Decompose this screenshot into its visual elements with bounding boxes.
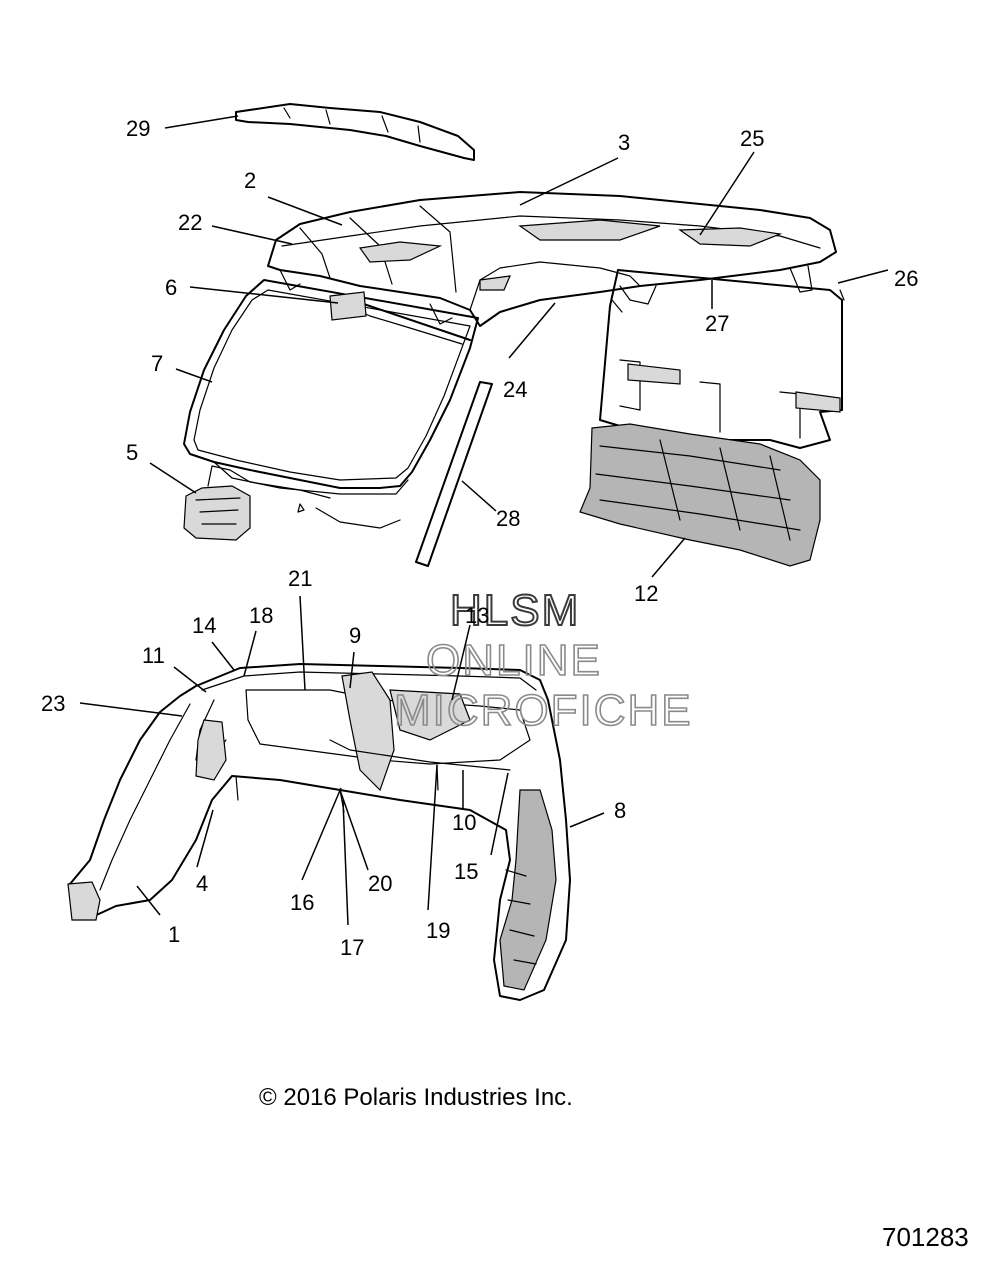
leader-line-7 [175, 368, 213, 383]
callout-number-28: 28 [496, 506, 520, 531]
roof-assembly [267, 191, 837, 327]
leader-line-18 [243, 630, 257, 677]
callout-number-25: 25 [740, 126, 764, 151]
leader-line-28 [461, 480, 497, 512]
watermark: HLSM ONLINE MICROFICHE [393, 585, 693, 736]
leader-line-12 [651, 537, 686, 578]
callout-number-9: 9 [349, 623, 361, 648]
leader-line-15 [490, 772, 509, 856]
callout-number-3: 3 [618, 130, 630, 155]
callout-number-15: 15 [454, 859, 478, 884]
leader-line-21 [299, 595, 306, 691]
callout-number-4: 4 [196, 871, 208, 896]
callout-number-21: 21 [288, 566, 312, 591]
callout-number-20: 20 [368, 871, 392, 896]
leader-line-1 [136, 885, 161, 916]
watermark-line-2: ONLINE [426, 636, 602, 685]
leader-line-3 [519, 157, 619, 206]
leader-line-20 [339, 789, 369, 871]
watermark-line-1: HLSM [450, 586, 580, 635]
callout-number-14: 14 [192, 613, 216, 638]
leader-line-5 [149, 462, 197, 494]
rear-panel-part-12 [579, 269, 845, 567]
trim-strip-part-29 [235, 103, 475, 161]
washer-reservoir-part-5 [183, 465, 401, 541]
callout-number-1: 1 [168, 922, 180, 947]
leader-line-2 [267, 196, 343, 226]
leader-line-14 [211, 641, 235, 671]
front-dash-assembly [67, 663, 571, 1001]
callout-number-17: 17 [340, 935, 364, 960]
callout-number-16: 16 [290, 890, 314, 915]
leader-line-19 [427, 764, 438, 911]
callout-number-7: 7 [151, 351, 163, 376]
leader-line-22 [211, 225, 293, 245]
seal-strip-part-28 [415, 381, 493, 567]
callout-number-13: 13 [465, 603, 489, 628]
callout-number-18: 18 [249, 603, 273, 628]
copyright-notice: © 2016 Polaris Industries Inc. [259, 1084, 573, 1111]
callout-number-11: 11 [142, 643, 165, 668]
leader-line-13 [451, 624, 471, 701]
windshield-part-7 [183, 279, 479, 495]
callout-number-19: 19 [426, 918, 450, 943]
leader-line-11 [173, 666, 207, 693]
callout-number-26: 26 [894, 266, 918, 291]
leader-line-4 [196, 809, 214, 868]
leader-line-24 [508, 302, 556, 359]
leader-line-6 [189, 286, 339, 304]
callout-number-22: 22 [178, 210, 202, 235]
leader-line-29 [164, 115, 239, 129]
watermark-line-3: MICROFICHE [394, 686, 693, 735]
callout-number-12: 12 [634, 581, 658, 606]
callout-number-29: 29 [126, 116, 150, 141]
leader-line-25 [699, 151, 755, 236]
leader-line-23 [79, 702, 183, 717]
callout-number-24: 24 [503, 377, 527, 402]
callout-number-8: 8 [614, 798, 626, 823]
leader-line-26 [837, 269, 889, 284]
callout-number-6: 6 [165, 275, 177, 300]
callout-number-23: 23 [41, 691, 65, 716]
callout-number-5: 5 [126, 440, 138, 465]
leader-line-9 [349, 651, 355, 689]
leader-line-17 [342, 799, 349, 926]
callout-number-10: 10 [452, 810, 476, 835]
leader-line-8 [569, 812, 605, 828]
leader-line-16 [301, 787, 342, 881]
figure-number: 701283 [882, 1222, 969, 1252]
callout-number-2: 2 [244, 168, 256, 193]
callout-number-27: 27 [705, 311, 729, 336]
